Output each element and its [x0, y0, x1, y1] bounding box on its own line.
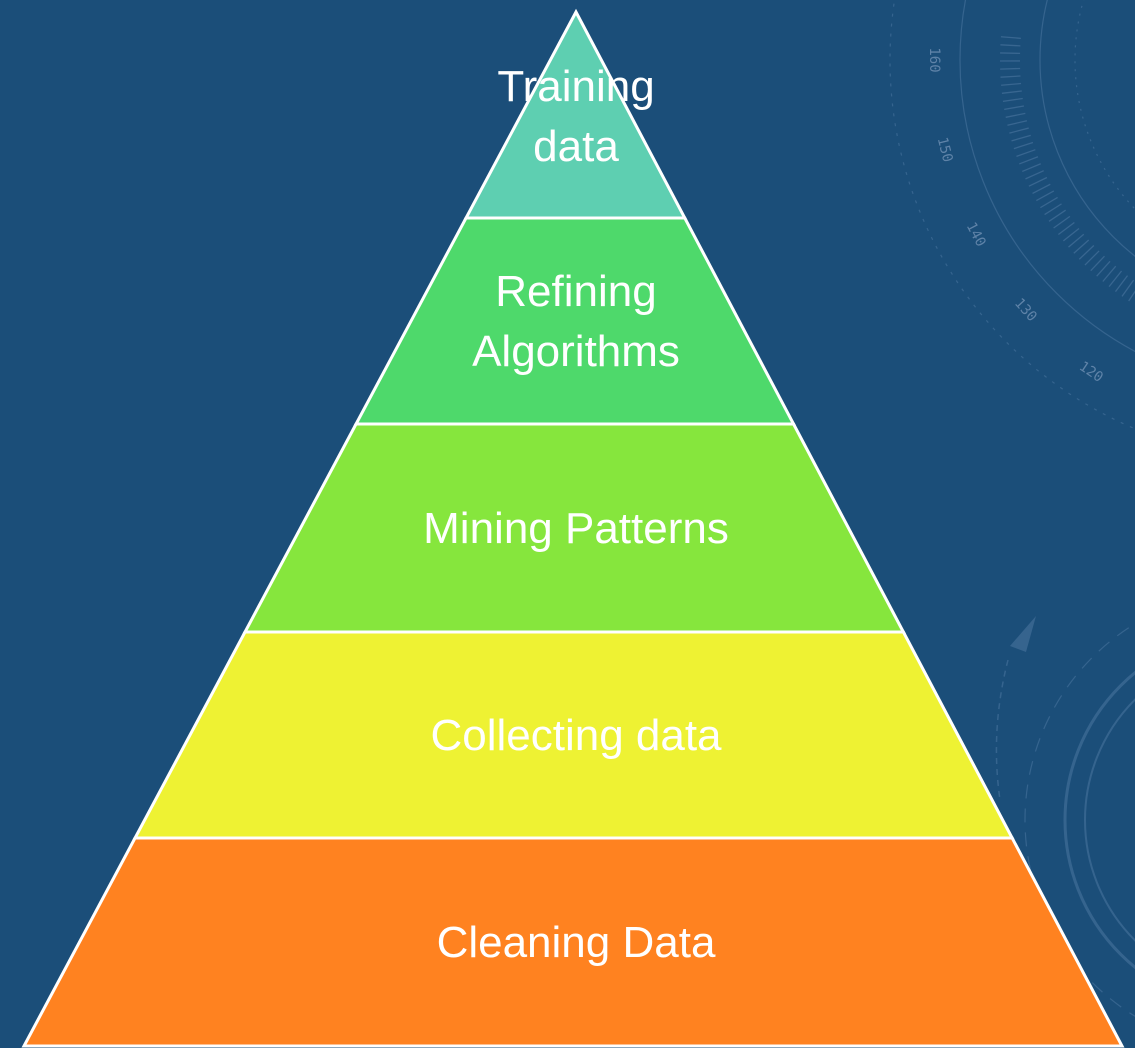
- dial-tick: [1036, 190, 1055, 202]
- dial-tick: [1078, 245, 1095, 260]
- dial-tick: [1001, 90, 1022, 94]
- dial-tick: [1114, 275, 1129, 292]
- dial-tick: [1016, 149, 1036, 157]
- dial-tick: [1009, 127, 1029, 134]
- dial-tick: [1025, 170, 1044, 180]
- pyramid-tier-1: [463, 8, 688, 220]
- dial-tick: [1073, 239, 1090, 254]
- dial-tick: [1053, 215, 1071, 229]
- dial-tick: [1005, 112, 1026, 118]
- dial-tick: [1001, 82, 1022, 86]
- dial-tick: [1000, 36, 1021, 39]
- dial-ticks: [999, 36, 1135, 306]
- dial-tick: [1000, 75, 1021, 78]
- dial-tick: [1062, 227, 1080, 242]
- dial-tick: [1044, 203, 1062, 216]
- dial-tick: [1048, 209, 1066, 222]
- arrow-decoration: [995, 616, 1036, 801]
- dial-tick: [1102, 265, 1117, 282]
- dial-inner-arc: [1039, 0, 1135, 257]
- dial-tick: [1002, 97, 1023, 103]
- pyramid-tier-5: [21, 836, 1125, 1048]
- ring-arc-outer: [1063, 670, 1135, 970]
- pyramid-tier-3-label: Mining Patterns: [423, 504, 729, 553]
- dial-tick: [1068, 233, 1085, 248]
- dial-tick: [1090, 255, 1105, 272]
- dial-tick: [1084, 250, 1100, 266]
- ring-arc-inner: [1084, 698, 1135, 942]
- dial-tick: [1004, 105, 1025, 111]
- dial-tick: [1013, 141, 1034, 150]
- dial-tick: [1007, 120, 1028, 126]
- dial-tick: [1019, 156, 1039, 165]
- dial-tick: [1011, 134, 1031, 142]
- dial-tick: [1040, 196, 1058, 209]
- dial-tick: [1022, 163, 1041, 173]
- pyramid-tier-2-label: Refining: [495, 267, 656, 316]
- dashed-circle-arc: [1024, 623, 1135, 1017]
- dial-number: 160: [926, 47, 942, 72]
- dial-tick: [1028, 176, 1048, 187]
- dial-tick: [1121, 279, 1135, 297]
- pyramid-tier-2: [353, 216, 797, 426]
- dial-tick: [1032, 183, 1051, 195]
- dial-tick: [1000, 67, 1021, 70]
- pyramid-tier-1-label: Training: [497, 62, 654, 111]
- dial-outer-arc: [959, 0, 1135, 352]
- dial-tick: [1128, 290, 1135, 302]
- pyramid-tier-5-label: Cleaning Data: [437, 918, 716, 967]
- dial-tick: [1096, 260, 1111, 277]
- pyramid-tier-1-label: data: [533, 122, 619, 171]
- dial-number: 150: [934, 136, 956, 164]
- dial-tick: [1108, 270, 1123, 288]
- pyramid-tier-2-label: Algorithms: [472, 327, 680, 376]
- dial-tick: [1000, 44, 1021, 47]
- dial-tick: [1058, 221, 1075, 236]
- pyramid-tier-4-label: Collecting data: [430, 711, 722, 760]
